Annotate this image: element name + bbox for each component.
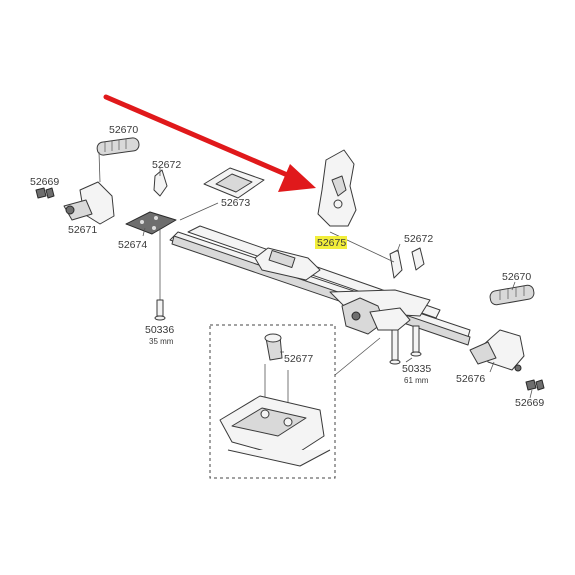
label-52670-top: 52670 <box>109 124 138 136</box>
detail-inset <box>209 324 381 479</box>
label-52673: 52673 <box>221 197 250 209</box>
part-50336-bolt <box>154 228 166 321</box>
rail-clamp-assembly <box>341 297 411 335</box>
part-52672-hook-left <box>153 169 168 197</box>
part-52676-wheel-holder <box>469 329 525 372</box>
part-52673-pad <box>203 167 265 199</box>
part-52669-clip-right <box>525 379 545 391</box>
red-pointer-arrow <box>103 94 316 192</box>
part-52675-arm <box>317 149 357 227</box>
part-52671-wheel-holder <box>63 181 115 225</box>
part-52674-base-plate <box>125 211 177 235</box>
part-52670-strap-top <box>96 137 140 156</box>
label-52675: 52675 <box>317 237 346 249</box>
label-50336-size: 35 mm <box>149 337 174 346</box>
label-52670-right: 52670 <box>502 271 531 283</box>
label-52677: 52677 <box>284 353 313 365</box>
label-50335-size: 61 mm <box>404 376 429 385</box>
label-52674: 52674 <box>118 239 147 251</box>
part-52669-clip-left <box>35 187 55 199</box>
label-50336: 50336 <box>145 324 174 336</box>
label-52672-left: 52672 <box>152 159 181 171</box>
part-50335-bolt <box>389 325 422 365</box>
label-52669-right: 52669 <box>515 397 544 409</box>
part-labels: 52670 52669 52671 52672 52673 52674 5033… <box>30 124 544 409</box>
part-52670-strap-right <box>489 284 535 306</box>
part-52672-hook-right <box>389 247 425 279</box>
label-highlight <box>315 236 347 249</box>
label-50335: 50335 <box>402 363 431 375</box>
label-52676: 52676 <box>456 373 485 385</box>
label-52672-right: 52672 <box>404 233 433 245</box>
label-52671: 52671 <box>68 224 97 236</box>
label-52669-left: 52669 <box>30 176 59 188</box>
